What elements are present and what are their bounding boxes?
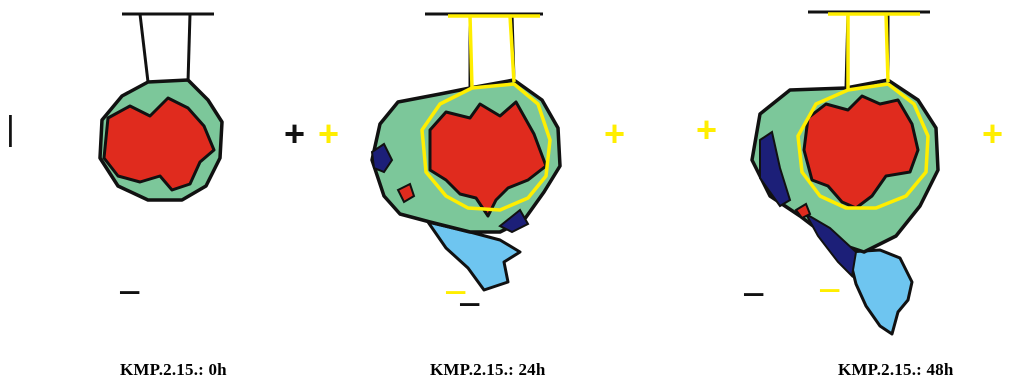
dark-region-24h-a — [370, 142, 394, 174]
core-region-0h — [102, 96, 216, 192]
caption-0h: KMP.2.15.: 0h — [120, 360, 227, 379]
caption-24h: KMP.2.15.: 24h — [430, 360, 546, 379]
core-region-24h — [428, 100, 548, 218]
lightblue-region-24h — [426, 220, 522, 292]
minus-mark-yellow-48h: − — [818, 269, 841, 313]
small-core-24h — [396, 182, 416, 204]
stalk-0h — [122, 12, 214, 83]
overlay-outline-48h — [796, 12, 930, 210]
panel-24h — [370, 12, 562, 292]
plus-mark-yellow-48h-right: + — [982, 113, 1003, 154]
polarity-marks: | − + + + − − + + − − — [6, 109, 1003, 327]
dark-region-48h-a — [759, 130, 792, 208]
plus-mark-yellow-24h-right: + — [604, 113, 625, 154]
panel-48h — [750, 10, 940, 336]
minus-mark-0h: − — [118, 271, 141, 315]
lightblue-region-48h — [846, 248, 914, 336]
dark-region-24h-b — [498, 208, 530, 234]
caption-48h: KMP.2.15.: 48h — [838, 360, 954, 379]
dark-region-48h-b — [803, 211, 858, 279]
bar-mark-0h: | — [6, 110, 15, 148]
small-core-48h — [794, 202, 812, 220]
stalk-48h — [808, 10, 930, 89]
overlay-outline-24h — [420, 14, 552, 212]
core-region-48h — [802, 94, 920, 210]
plus-mark-yellow-24h-left: + — [318, 113, 339, 154]
plus-mark-yellow-48h-left: + — [696, 109, 717, 150]
minus-mark-black-48h: − — [742, 273, 765, 317]
panel-0h — [98, 12, 224, 202]
plus-mark-black-24h-left: + — [284, 113, 305, 154]
stalk-24h — [425, 12, 543, 88]
minus-mark-yellow-24h: − — [444, 271, 467, 315]
minus-mark-black-24h: − — [458, 283, 481, 327]
